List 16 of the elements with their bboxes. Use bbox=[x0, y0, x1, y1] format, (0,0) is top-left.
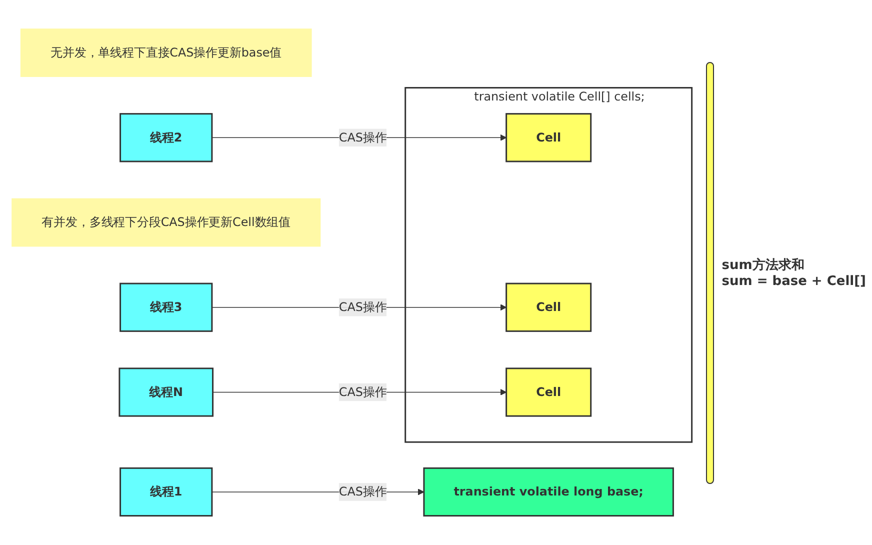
node-box: 线程2 bbox=[120, 113, 213, 162]
note-text: sum = base + Cell[] bbox=[722, 274, 866, 289]
edge-label: CAS操作 bbox=[338, 130, 387, 144]
node-box: Cell bbox=[506, 113, 592, 162]
edge-label: CAS操作 bbox=[338, 300, 387, 314]
note-text: sum方法求和 bbox=[722, 256, 806, 274]
node-box: 无并发，单线程下直接CAS操作更新base值 bbox=[20, 28, 312, 78]
node-box: 线程3 bbox=[120, 282, 213, 332]
node-box: transient volatile long base; bbox=[423, 468, 674, 517]
node-box: 有并发，多线程下分段CAS操作更新Cell数组值 bbox=[12, 198, 321, 247]
node-box: 线程N bbox=[118, 368, 214, 417]
edge-label: CAS操作 bbox=[338, 484, 387, 499]
edge-label: CAS操作 bbox=[338, 384, 387, 400]
node-box: 线程1 bbox=[120, 468, 213, 517]
node-box: Cell bbox=[506, 282, 592, 332]
node-box: Cell bbox=[506, 368, 592, 417]
